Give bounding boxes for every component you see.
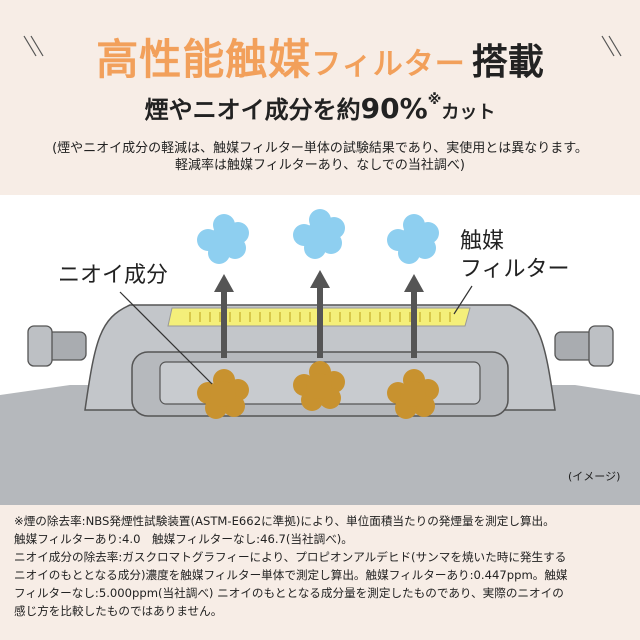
slash-right-2 xyxy=(608,35,622,57)
left-handle xyxy=(27,325,87,367)
catalyst-label-line-1: 触媒 xyxy=(460,229,505,254)
catalyst-leader-line xyxy=(453,285,473,315)
smoke-cloud-left xyxy=(197,214,249,264)
smoke-cloud-center xyxy=(293,209,345,259)
illustration-panel: (イメージ) xyxy=(0,195,640,505)
subheadline: 煙やニオイ成分を約90%※カット xyxy=(0,90,640,128)
disclaimer-line-1: (煙やニオイ成分の軽減は、触媒フィルター単体の試験結果であり、実使用とは異なりま… xyxy=(52,141,588,156)
disclaimer: (煙やニオイ成分の軽減は、触媒フィルター単体の試験結果であり、実使用とは異なりま… xyxy=(0,140,640,174)
odor-blob-center xyxy=(293,361,345,411)
header-section: 高性能触媒フィルター搭載 煙やニオイ成分を約90%※カット (煙やニオイ成分の軽… xyxy=(0,0,640,195)
arrow-shaft-left xyxy=(221,290,227,358)
odor-leader-line xyxy=(119,291,213,385)
headline-main: 高性能触媒 xyxy=(96,35,312,84)
subheadline-mark: ※ xyxy=(427,92,442,108)
right-handle xyxy=(554,325,614,367)
arrow-shaft-center xyxy=(317,286,323,358)
slash-left-2 xyxy=(30,35,44,57)
catalyst-label: 触媒 フィルター xyxy=(460,228,570,284)
footnotes: ※煙の除去率:NBS発煙性試験装置(ASTM-E662に準拠)により、単位面積当… xyxy=(14,512,630,620)
footnote-line-3: ニオイ成分の除去率:ガスクロマトグラフィーにより、プロピオンアルデヒド(サンマを… xyxy=(14,550,567,564)
footnote-line-1: ※煙の除去率:NBS発煙性試験装置(ASTM-E662に準拠)により、単位面積当… xyxy=(14,514,555,528)
image-note: (イメージ) xyxy=(568,470,621,483)
slash-right-1 xyxy=(601,35,615,57)
arrows xyxy=(214,270,424,358)
odor-blob-left xyxy=(197,369,249,419)
headline: 高性能触媒フィルター搭載 xyxy=(0,26,640,84)
arrow-shaft-right xyxy=(411,290,417,358)
footnote-line-5: フィルターなし:5.000ppm(当社調べ) ニオイのもととなる成分量を測定した… xyxy=(14,586,564,600)
footnote-line-4: ニオイのもととなる成分)濃度を触媒フィルター単体で測定し算出。触媒フィルターあり… xyxy=(14,568,568,582)
odor-blob-right xyxy=(387,369,439,419)
catalyst-label-line-2: フィルター xyxy=(460,257,570,282)
headline-kana: フィルター xyxy=(311,47,466,82)
arrow-head-left xyxy=(214,274,234,292)
arrow-head-right xyxy=(404,274,424,292)
subheadline-prefix: 煙やニオイ成分を約 xyxy=(144,96,361,124)
footnote-line-2: 触媒フィルターあり:4.0 触媒フィルターなし:46.7(当社調べ)。 xyxy=(14,532,353,546)
arrow-head-center xyxy=(310,270,330,288)
subheadline-number: 90% xyxy=(360,92,428,125)
disclaimer-line-2: 軽減率は触媒フィルターあり、なしでの当社調べ) xyxy=(175,158,465,173)
grill-illustration xyxy=(0,209,640,505)
smoke-cloud-right xyxy=(387,214,439,264)
footnote-line-6: 感じ方を比較したものではありません。 xyxy=(14,604,223,618)
decorative-slashes xyxy=(23,35,622,57)
odor-label: ニオイ成分 xyxy=(58,263,169,288)
subheadline-suffix: カット xyxy=(441,102,496,123)
slash-left-1 xyxy=(23,35,37,57)
headline-suffix: 搭載 xyxy=(471,42,544,83)
